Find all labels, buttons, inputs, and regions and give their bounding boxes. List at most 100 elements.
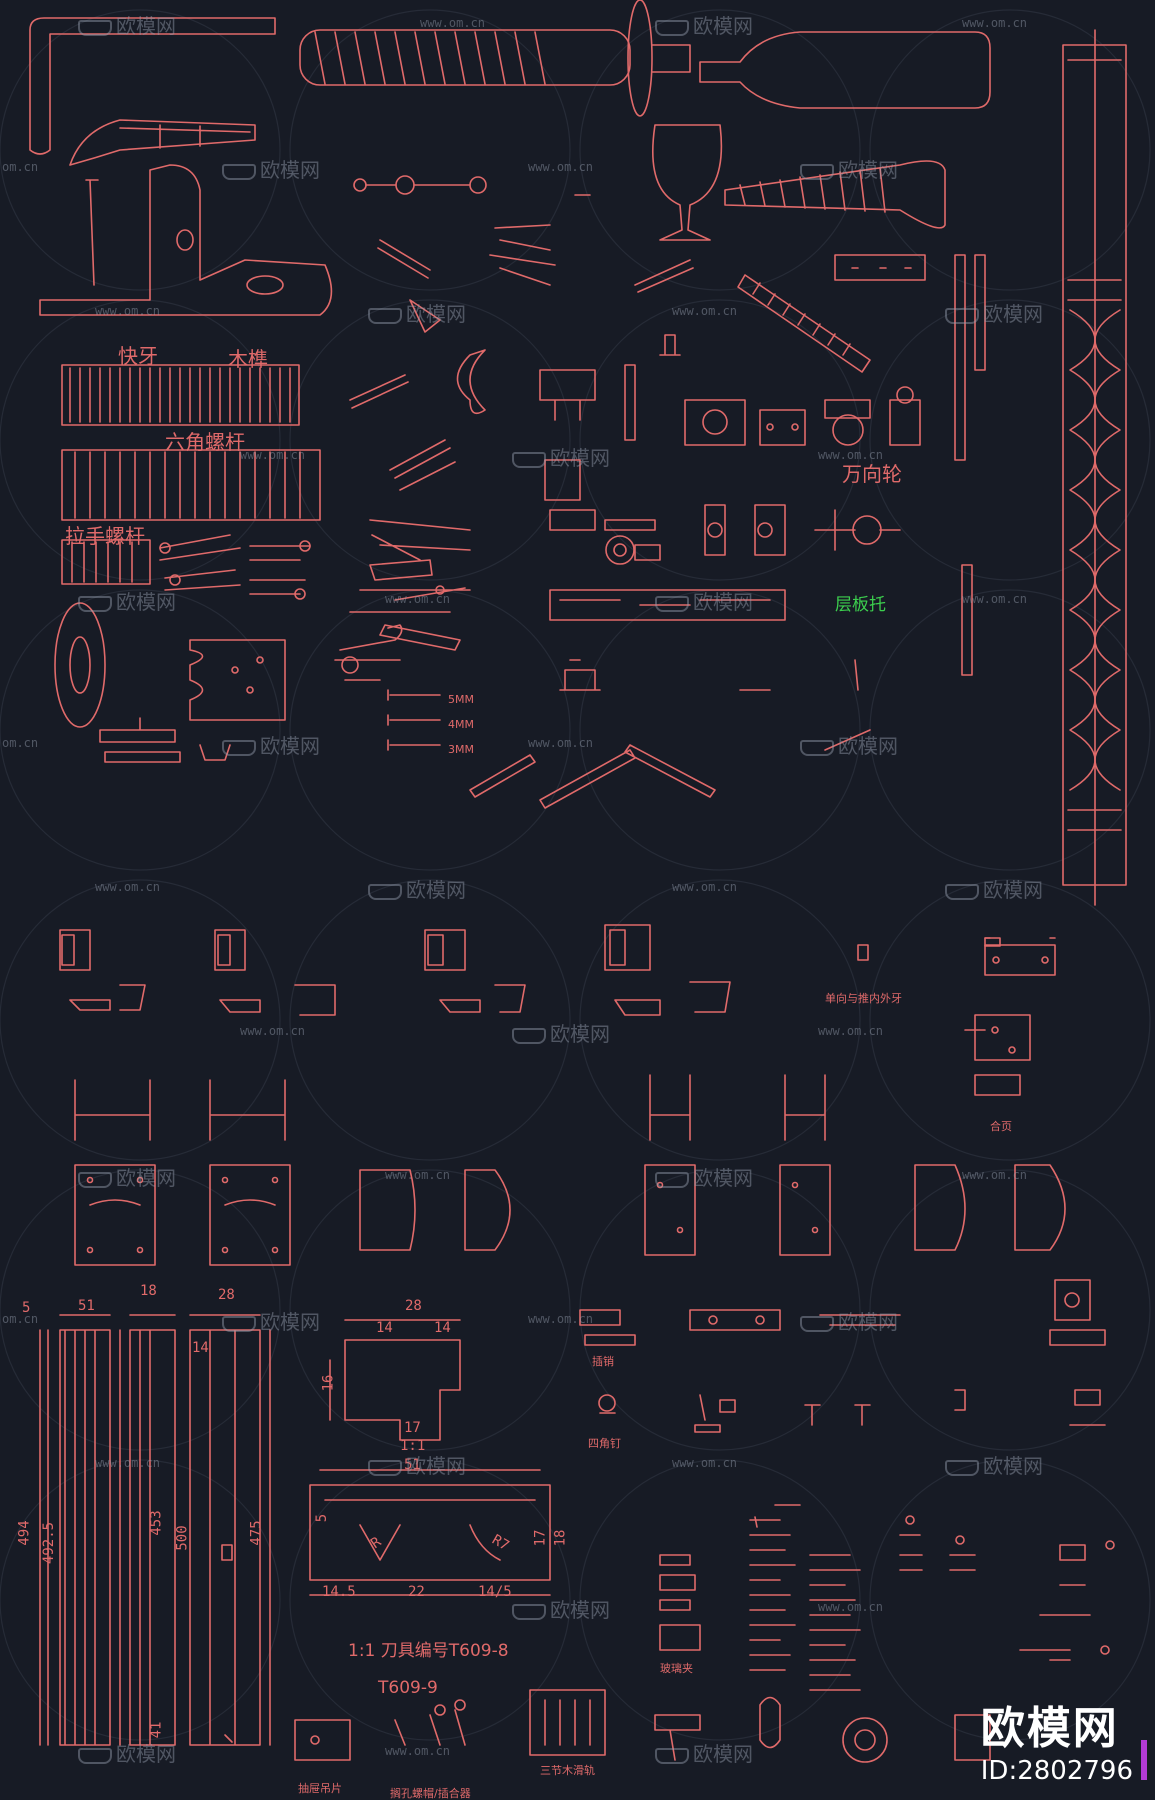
- dowel-pins-icon: [349, 374, 456, 491]
- hinge-right-icon: [857, 937, 1056, 1096]
- watermark-url: www.om.cn: [962, 592, 1028, 606]
- hinge-leaves-icon: [74, 1164, 1066, 1266]
- label-4mm: 4MM: [448, 718, 474, 731]
- watermark-url: www.om.cn: [672, 1456, 738, 1470]
- drawer-slide-icon: [549, 589, 786, 621]
- watermark-url: www.om.cn: [962, 16, 1028, 30]
- threaded-rod-icon: [299, 0, 691, 117]
- dim-ratio: 1:1: [400, 1438, 426, 1454]
- watermark-url: www.om.cn: [818, 448, 884, 462]
- caster-wheel-icon: [824, 386, 921, 446]
- dim-475: 475: [248, 1520, 265, 1546]
- watermark: 欧模网: [368, 874, 466, 903]
- watermark: 欧模网: [78, 1162, 176, 1191]
- dim-18b: 18: [552, 1529, 569, 1547]
- cam-bolt-icon: [353, 175, 591, 196]
- dim-500: 500: [174, 1525, 191, 1551]
- dim-5b: 5: [314, 1513, 331, 1523]
- spring-hinges-icon: [74, 1074, 826, 1141]
- watermark: 欧模网: [512, 442, 610, 471]
- dim-14-5: 14.5: [322, 1584, 356, 1600]
- label-5mm: 5MM: [448, 693, 474, 706]
- hand-tools-icon: [334, 519, 471, 681]
- watermark-url: www.om.cn: [385, 1744, 451, 1758]
- watermark: 欧模网: [800, 730, 898, 759]
- watermark: 欧模网: [78, 586, 176, 615]
- label-dangui: 搁孔螺帽/插合器: [390, 1787, 471, 1800]
- wood-screw-icon: [724, 160, 946, 229]
- washer-ring-icon: [54, 602, 106, 728]
- watermark-url: www.om.cn: [95, 880, 161, 894]
- bracket-dimension-drawing: [329, 1319, 461, 1441]
- watermark-url: www.om.cn: [385, 592, 451, 606]
- label-mujin: 木榫: [228, 347, 268, 371]
- watermark: 欧模网: [368, 1450, 466, 1479]
- watermark-url: www.om.cn: [385, 1168, 451, 1182]
- utility-knife-icon: [69, 119, 256, 166]
- strip-connector-icon: [624, 364, 636, 441]
- label-sanjie: 三节木滑轨: [540, 1764, 595, 1777]
- label-lashou: 拉手螺杆: [65, 524, 145, 548]
- dim-494: 494: [16, 1520, 33, 1546]
- wrench-icon: [339, 624, 403, 651]
- watermark: 欧模网: [78, 10, 176, 39]
- allen-key-icon: [29, 17, 276, 155]
- cam-lock-icon: [704, 504, 786, 556]
- label-wanxianglun: 万向轮: [842, 462, 902, 486]
- watermark-url: www.om.cn: [240, 1024, 306, 1038]
- text-spec-sheet: [749, 1504, 861, 1691]
- dim-453: 453: [148, 1510, 165, 1536]
- brand-name: 欧模网: [980, 1703, 1119, 1754]
- dim-22: 22: [408, 1584, 425, 1600]
- dim-28b: 28: [405, 1298, 422, 1314]
- dim-18: 18: [140, 1283, 157, 1299]
- brand-id: ID:2802796: [980, 1756, 1133, 1786]
- watermark: 欧模网: [800, 1306, 898, 1335]
- dim-14a: 14: [192, 1340, 209, 1356]
- watermark-url: www.om.cn: [95, 304, 161, 318]
- rail-strip-icon: [954, 254, 986, 461]
- small-screws-icon: [899, 1515, 1115, 1661]
- rod-vertical-icon: [961, 564, 973, 676]
- label-danxiang: 单向与推内外牙: [825, 992, 902, 1005]
- cross-fitting-icon: [814, 509, 901, 551]
- profile-dimension-drawing: [309, 1469, 551, 1596]
- hinge-row-icon: [59, 924, 731, 1016]
- dim-14-5b: 14/5: [478, 1584, 512, 1600]
- dim-17a: 17: [404, 1420, 421, 1436]
- watermark-url: www.om.cn: [818, 1600, 884, 1614]
- watermark-url: www.om.cn: [818, 1024, 884, 1038]
- drawer-hangers-icon: [294, 1699, 466, 1761]
- watermark: 欧模网: [655, 586, 753, 615]
- wine-glass-icon: [652, 124, 723, 241]
- watermark-url: www.om.cn: [672, 880, 738, 894]
- hinge-pin-icon: [377, 224, 556, 333]
- screws-cluster-icon: [159, 534, 311, 600]
- watermark-url: www.om.cn: [528, 736, 594, 750]
- watermark: 欧模网: [512, 1594, 610, 1623]
- watermark-url: www.om.cn: [240, 448, 306, 462]
- misc-fittings-icon: [654, 1696, 991, 1763]
- angled-rails-icon: [469, 744, 716, 809]
- dim-14c: 14: [434, 1320, 451, 1336]
- dim-17b: 17: [532, 1529, 549, 1547]
- c-clip-icon: [456, 349, 486, 415]
- watermark: 欧模网: [512, 1018, 610, 1047]
- watermark: 欧模网: [655, 1738, 753, 1767]
- label-chashuan: 插销: [592, 1355, 614, 1368]
- dim-492-5: 492.5: [41, 1521, 58, 1565]
- bracket-pair-icon: [559, 659, 859, 691]
- rods-small-icon: [387, 689, 441, 751]
- watermark-url: www.om.cn: [962, 1168, 1028, 1182]
- twisted-column-icon: [1062, 29, 1127, 906]
- door-catch-icon: [684, 399, 746, 446]
- watermark: 欧模网: [655, 10, 753, 39]
- watermark: 欧模网: [222, 154, 320, 183]
- watermark: 欧模网: [368, 298, 466, 327]
- nail-icon: [85, 179, 99, 286]
- dim-16: 16: [320, 1374, 337, 1392]
- watermark-url: www.om.cn: [420, 16, 486, 30]
- watermark: 欧模网: [800, 154, 898, 183]
